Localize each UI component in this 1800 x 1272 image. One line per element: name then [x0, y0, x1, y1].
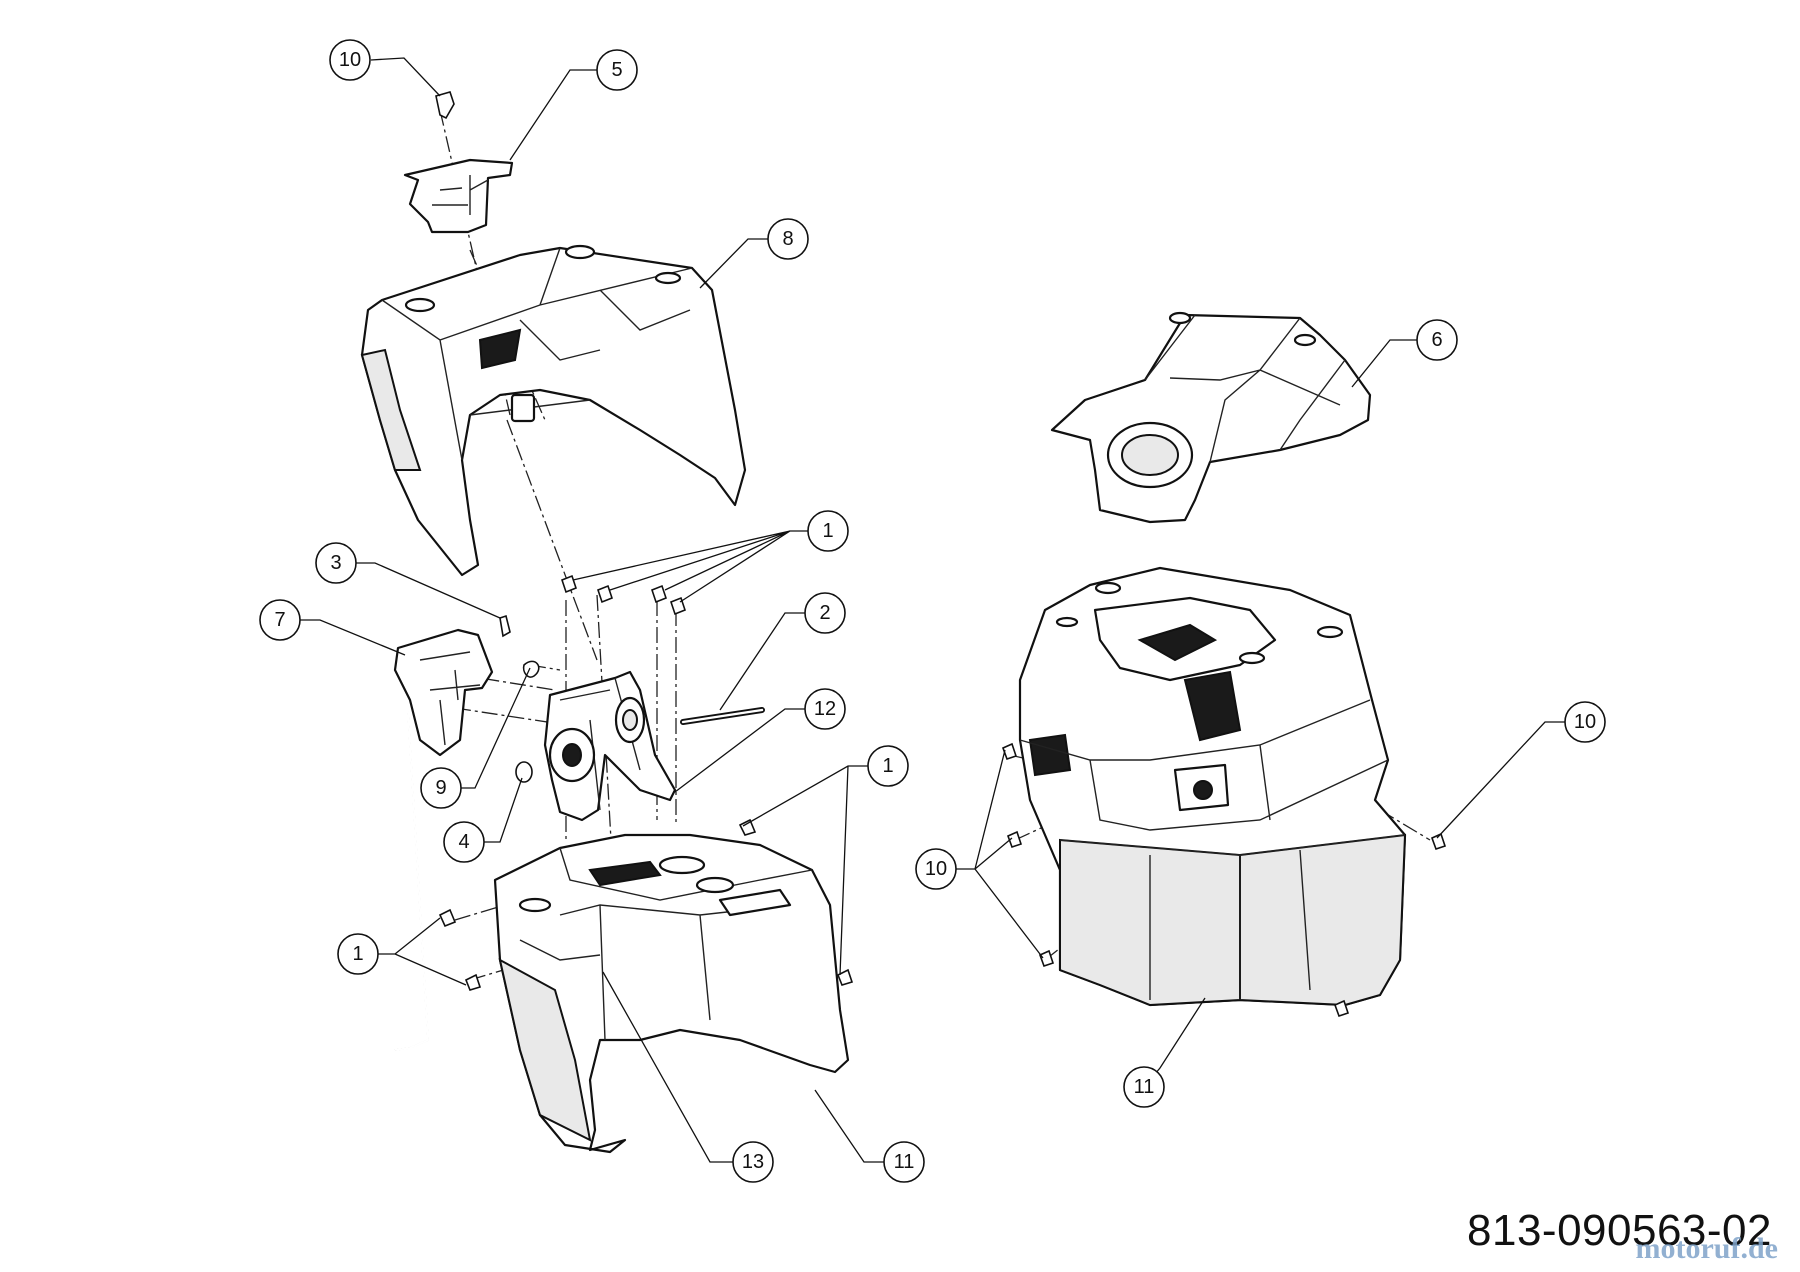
svg-text:11: 11	[894, 1151, 915, 1173]
svg-text:13: 13	[742, 1151, 764, 1173]
callout-10-right: 10	[1564, 701, 1606, 743]
part-12-pivot-bracket	[515, 670, 677, 822]
watermark-logo: motoruf.de	[1635, 1232, 1778, 1265]
callout-10-left: 10	[915, 848, 957, 890]
part-8-dash-housing	[360, 244, 747, 577]
svg-text:10: 10	[925, 858, 947, 880]
svg-text:11: 11	[1134, 1076, 1155, 1098]
svg-text:2: 2	[819, 602, 830, 624]
screws-1	[561, 574, 686, 616]
svg-text:1: 1	[882, 755, 893, 777]
leader-lines	[300, 57, 1565, 1163]
callout-5: 5	[596, 49, 638, 91]
callout-11-right: 11	[1123, 1066, 1165, 1108]
callout-2: 2	[804, 592, 846, 634]
callout-7: 7	[259, 599, 301, 641]
callout-8: 8	[767, 218, 809, 260]
part-11-assembled-unit	[1001, 566, 1447, 1018]
svg-text:1: 1	[822, 520, 833, 542]
callout-9: 9	[420, 767, 462, 809]
svg-text:1: 1	[352, 943, 363, 965]
part-7-cover	[393, 614, 540, 757]
callout-3: 3	[315, 542, 357, 584]
svg-text:8: 8	[782, 228, 793, 250]
svg-text:10: 10	[339, 49, 361, 71]
part-6-shroud	[1050, 311, 1372, 524]
callout-13: 13	[732, 1141, 774, 1183]
callout-12: 12	[804, 688, 846, 730]
svg-text:10: 10	[1574, 711, 1596, 733]
svg-text:7: 7	[274, 609, 285, 631]
callout-6: 6	[1416, 319, 1458, 361]
svg-text:4: 4	[458, 831, 469, 853]
svg-text:3: 3	[330, 552, 341, 574]
svg-text:12: 12	[814, 698, 836, 720]
callout-1-top: 1	[807, 510, 849, 552]
svg-text:5: 5	[611, 59, 622, 81]
part-5-bracket	[403, 91, 514, 234]
part-2-pin	[680, 707, 765, 725]
rod	[392, 711, 430, 1051]
callout-1-right: 1	[867, 745, 909, 787]
callout-11-left: 11	[883, 1141, 925, 1183]
callout-10-top: 10	[329, 39, 371, 81]
callout-1-left: 1	[337, 933, 379, 975]
drawing-number: 813-090563-02	[1467, 1206, 1772, 1255]
part-11-pedestal-left	[438, 818, 854, 1154]
callout-4: 4	[443, 821, 485, 863]
svg-text:9: 9	[435, 777, 446, 799]
svg-text:6: 6	[1431, 329, 1442, 351]
